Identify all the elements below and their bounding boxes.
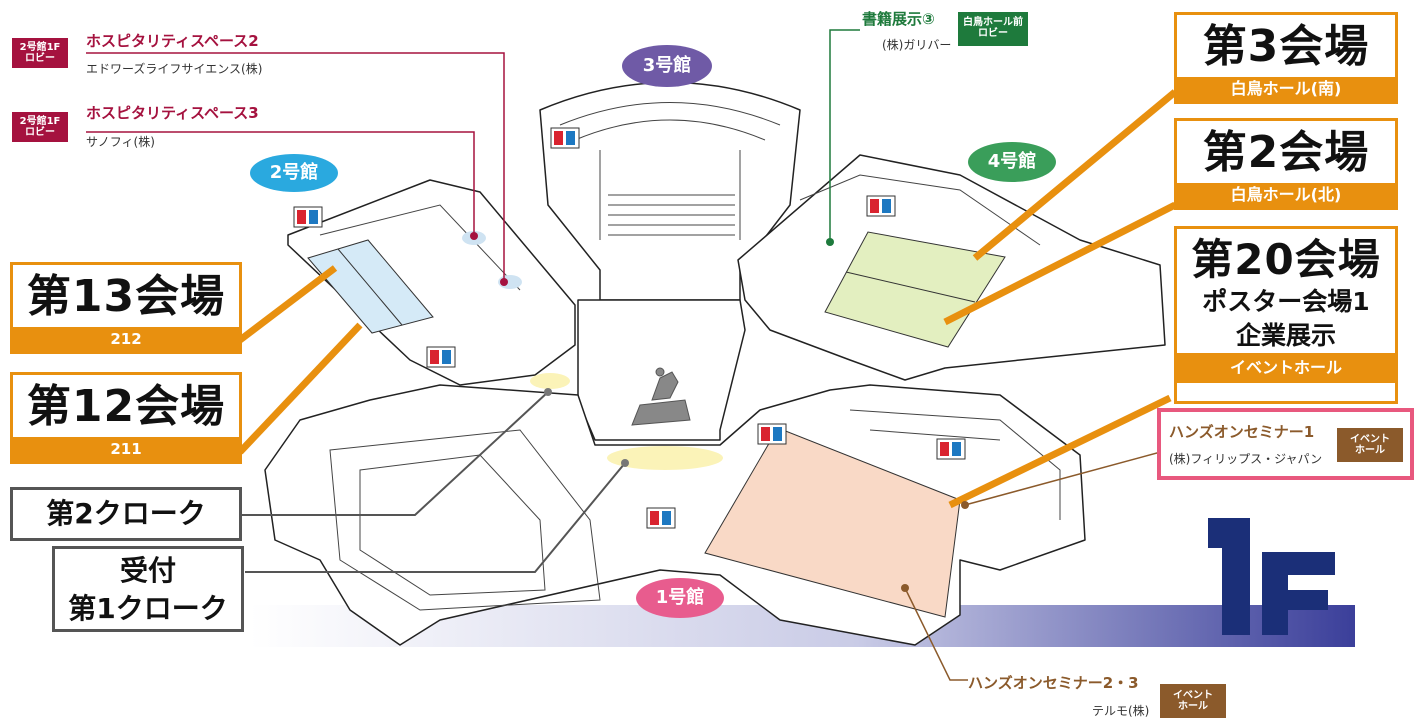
hall-3-label: 第3会場 白鳥ホール(南) <box>1174 12 1398 104</box>
building-3-label: 3号館 <box>622 45 712 87</box>
hall-20-poster: ポスター会場1 <box>1202 287 1370 316</box>
lobby-tag-book-line1: 白鳥ホール前 <box>963 17 1023 28</box>
floor-label: 1F <box>1208 520 1338 635</box>
hall-20-label: 第20会場 ポスター会場1 企業展示 イベントホール <box>1174 226 1398 404</box>
marker-cloak1 <box>621 459 629 467</box>
floor-1f-graphic <box>1208 518 1335 635</box>
lobby-tag-hs2-line2: ロビー <box>25 53 55 64</box>
hospitality-space-3-company: サノフィ(株) <box>86 135 155 149</box>
handson-23-tag-line1: イベント <box>1173 690 1213 701</box>
hall-13-room: 212 <box>13 327 239 351</box>
leader-lines-maroon <box>86 52 505 282</box>
toilet-icons <box>293 127 966 529</box>
statue-icon <box>631 367 691 426</box>
handson-1-tag-line1: イベント <box>1350 434 1390 445</box>
hall-12-title: 第12会場 <box>26 381 226 432</box>
leader-lines-brown <box>904 449 1169 681</box>
hall-20-exhibit: 企業展示 <box>1235 321 1336 350</box>
lobby-highlight-2 <box>530 373 570 389</box>
building-4-label: 4号館 <box>968 142 1056 182</box>
handson-23-title: ハンズオンセミナー2・3 <box>968 674 1139 692</box>
handson-1-title: ハンズオンセミナー1 <box>1169 423 1315 441</box>
hall-20-room: イベントホール <box>1177 353 1395 383</box>
hall-2-room: 白鳥ホール(北) <box>1177 183 1395 207</box>
lobby-tag-hs3-line2: ロビー <box>25 127 55 138</box>
hall-2-title: 第2会場 <box>1202 127 1370 178</box>
cloak-2-label: 第2クローク <box>10 487 242 541</box>
hall-3-room: 白鳥ホール(南) <box>1177 77 1395 101</box>
handson-23-company: テルモ(株) <box>1092 704 1150 718</box>
marker-cloak2 <box>544 388 552 396</box>
room-212 <box>307 239 434 334</box>
hospitality-space-2-title: ホスピタリティスペース2 <box>86 32 259 50</box>
handson-23-tag-line2: ホール <box>1178 701 1208 712</box>
hall-20-title: 第20会場 <box>1191 235 1381 284</box>
lobby-tag-hs2: 2号館1F ロビー <box>12 38 68 68</box>
handson-23-tag: イベント ホール <box>1160 684 1226 718</box>
lobby-tag-book: 白鳥ホール前 ロビー <box>958 12 1028 46</box>
hall-13-label: 第13会場 212 <box>10 262 242 354</box>
lobby-highlight-1 <box>607 446 723 470</box>
hospitality-space-3-title: ホスピタリティスペース3 <box>86 104 259 122</box>
reception-cloak-1-label: 受付 第1クローク <box>52 546 244 632</box>
book-exhibit-title: 書籍展示③ <box>862 10 935 28</box>
building-2-label: 2号館 <box>250 154 338 192</box>
handson-1-company: (株)フィリップス・ジャパン <box>1169 452 1323 466</box>
reception-label: 受付 <box>119 554 176 587</box>
building-1-label: 1号館 <box>636 578 724 618</box>
hall-12-label: 第12会場 211 <box>10 372 242 464</box>
lobby-tag-hs3-line1: 2号館1F <box>19 116 61 127</box>
hall-2-label: 第2会場 白鳥ホール(北) <box>1174 118 1398 210</box>
cloak-1-label: 第1クローク <box>68 592 228 625</box>
room-divider-212-211 <box>337 248 403 326</box>
hall-3-title: 第3会場 <box>1202 21 1370 72</box>
lobby-tag-hs2-line1: 2号館1F <box>19 42 61 53</box>
handson-1-box: ハンズオンセミナー1 (株)フィリップス・ジャパン イベント ホール <box>1157 408 1414 480</box>
lobby-tag-book-line2: ロビー <box>978 28 1008 39</box>
leader-lines-orange <box>237 89 1178 509</box>
hall-12-room: 211 <box>13 437 239 461</box>
inner-details <box>319 102 1061 611</box>
hospitality-space-2-company: エドワーズライフサイエンス(株) <box>86 62 263 76</box>
hall-13-title: 第13会場 <box>26 271 226 322</box>
lobby-tag-hs3: 2号館1F ロビー <box>12 112 68 142</box>
handson-1-tag: イベント ホール <box>1337 428 1403 462</box>
leader-lines-gray <box>240 391 626 573</box>
leader-line-green <box>829 29 860 242</box>
handson-1-tag-line2: ホール <box>1355 445 1385 456</box>
book-exhibit-company: (株)ガリバー <box>882 38 952 52</box>
